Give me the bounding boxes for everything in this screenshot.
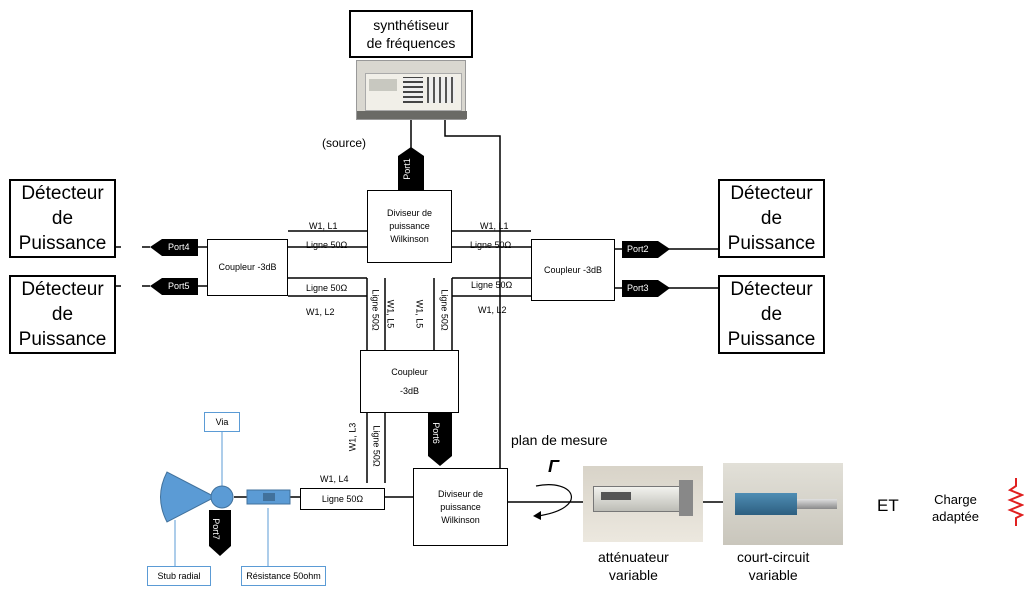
source-box: synthétiseur de fréquences — [349, 10, 473, 58]
ligne50-text: Ligne 50Ω — [321, 493, 364, 504]
via-text: Via — [215, 416, 229, 427]
detector-left-bottom: Détecteur de Puissance — [9, 275, 116, 354]
coupler-text: Coupleur -3dB — [543, 264, 603, 275]
port2-label: Port2 — [627, 244, 649, 254]
ligne50-label: Ligne 50Ω — [306, 283, 348, 293]
detector-text: Détecteur — [21, 279, 104, 300]
short-circuit-label: court-circuit variable — [737, 548, 809, 584]
port3-label: Port3 — [627, 283, 649, 293]
charge-line-1: Charge — [934, 492, 977, 507]
synthesizer-photo — [356, 60, 467, 120]
wilkinson-bottom: Diviseur de puissance Wilkinson — [413, 468, 508, 546]
detector-right-bottom: Détecteur de Puissance — [718, 275, 825, 354]
detector-right-top: Détecteur de Puissance — [718, 179, 825, 258]
charge-line-2: adaptée — [932, 509, 979, 524]
resistor-text: Résistance 50ohm — [246, 570, 321, 581]
resistor-inner — [263, 493, 275, 501]
w1l4-label: W1, L4 — [320, 474, 349, 484]
gamma-symbol: Γ — [548, 456, 559, 476]
detector-text: de — [760, 208, 783, 229]
et-label: ET — [877, 496, 899, 515]
resistor-icon — [1007, 478, 1024, 526]
ligne50-label: Ligne 50Ω — [470, 240, 512, 250]
source-line-2: de fréquences — [366, 35, 456, 51]
port2-shape — [622, 241, 670, 258]
detector-text: Puissance — [18, 329, 107, 350]
port7-shape — [209, 510, 231, 556]
coupler-bottom: Coupleur -3dB — [360, 350, 459, 413]
port5-label: Port5 — [168, 281, 190, 291]
attenuator-line-2: variable — [608, 567, 658, 583]
w1l1-label-right: W1, L1 — [480, 221, 509, 231]
w1l1-label-left: W1, L1 — [309, 221, 338, 231]
coupler-left: Coupleur -3dB — [207, 239, 288, 296]
ligne50-label: Ligne 50Ω — [471, 280, 513, 290]
port5-shape — [150, 278, 198, 295]
stub-label-box: Stub radial — [147, 566, 211, 586]
port4-label: Port4 — [168, 242, 190, 252]
detector-text: Puissance — [727, 329, 816, 350]
plan-mesure-label: plan de mesure — [511, 432, 608, 448]
resistor-label-box: Résistance 50ohm — [241, 566, 326, 586]
ligne50-box: Ligne 50Ω — [300, 488, 385, 510]
coupler-text: -3dB — [399, 385, 419, 396]
wilkinson-text: Diviseur de — [386, 208, 433, 218]
short-line-1: court-circuit — [737, 549, 810, 565]
detector-text: Puissance — [18, 233, 107, 254]
detector-text: Puissance — [727, 233, 816, 254]
wilkinson-text: Diviseur de — [437, 488, 484, 499]
detector-text: de — [760, 304, 783, 325]
via-label-box: Via — [204, 412, 240, 432]
wilkinson-text: puissance — [389, 221, 430, 231]
wilkinson-top: Diviseur de puissance Wilkinson — [367, 190, 452, 263]
attenuator-label: atténuateur variable — [598, 548, 669, 584]
w1l2-label-right: W1, L2 — [478, 305, 507, 315]
wilkinson-text: puissance — [440, 501, 481, 512]
source-line-1: synthétiseur — [373, 17, 449, 33]
wilkinson-text: Wilkinson — [390, 234, 429, 244]
ligne50-label: Ligne 50Ω — [306, 240, 348, 250]
source-label: (source) — [322, 136, 367, 150]
attenuator-photo — [583, 466, 703, 542]
short-line-2: variable — [748, 567, 798, 583]
stub-text: Stub radial — [157, 570, 201, 581]
port4-shape — [150, 239, 198, 256]
short-circuit-photo — [723, 463, 843, 545]
radial-stub-shape — [160, 471, 217, 523]
via-circle — [210, 485, 234, 509]
detector-left-top: Détecteur de Puissance — [9, 179, 116, 258]
port1-shape — [398, 147, 424, 190]
detector-text: Détecteur — [730, 183, 813, 204]
detector-text: de — [51, 208, 74, 229]
attenuator-line-1: atténuateur — [598, 549, 669, 565]
port3-shape — [622, 280, 670, 297]
detector-text: Détecteur — [730, 279, 813, 300]
coupler-text: Coupleur — [391, 366, 428, 377]
w1l2-label-left: W1, L2 — [306, 307, 335, 317]
charge-label: Charge adaptée — [932, 491, 979, 525]
coupler-text: Coupleur -3dB — [218, 262, 277, 272]
detector-text: Détecteur — [21, 183, 104, 204]
port6-shape — [428, 413, 452, 466]
wilkinson-text: Wilkinson — [441, 514, 480, 525]
coupler-right: Coupleur -3dB — [531, 239, 615, 301]
detector-text: de — [51, 304, 74, 325]
